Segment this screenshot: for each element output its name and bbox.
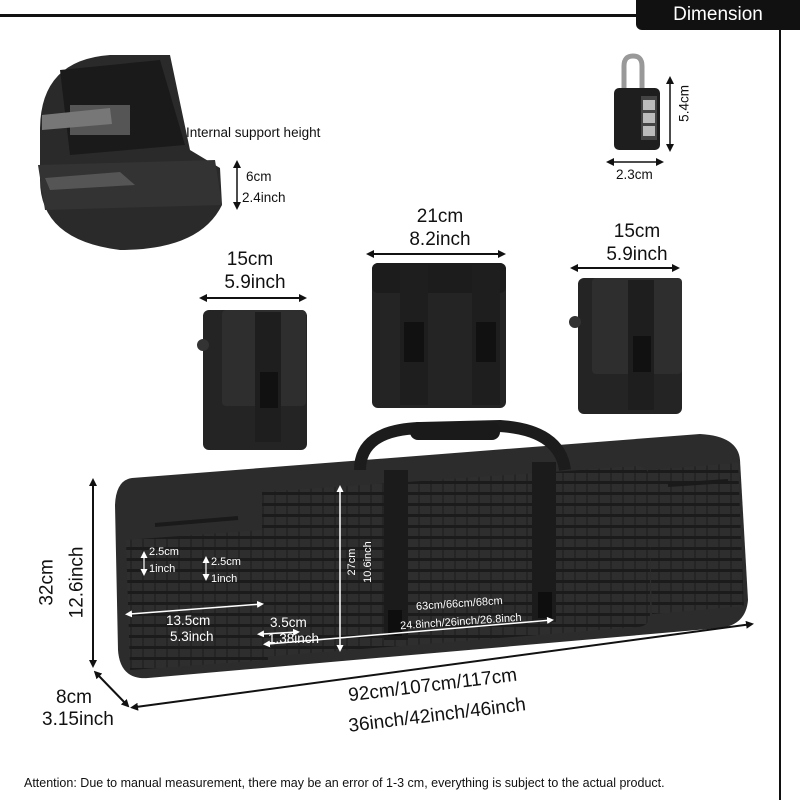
gap-inch: 1.38inch [268, 631, 320, 646]
pouch-right-image [569, 278, 682, 414]
case-height-cm: 32cm [36, 559, 58, 606]
side-pocket-cm: 13.5cm [166, 613, 211, 628]
strip1-inch: 1inch [149, 563, 176, 575]
strip1-cm: 2.5cm [149, 546, 179, 558]
pouch-left-inch: 5.9inch [224, 272, 286, 293]
case-depth-cm: 8cm [56, 687, 92, 708]
top-border-line [0, 14, 636, 17]
side-pocket-inch: 5.3inch [170, 629, 214, 644]
pouch-right-cm: 15cm [613, 221, 661, 242]
footer-note: Attention: Due to manual measurement, th… [24, 776, 665, 790]
pouch-middle-inch: 8.2inch [409, 229, 471, 250]
internal-height-inch: 2.4inch [242, 190, 286, 205]
lock-width-label: 2.3cm [616, 167, 653, 182]
pouch-middle-cm: 21cm [416, 206, 464, 227]
strip2-inch: 1inch [211, 573, 238, 585]
gap-cm: 3.5cm [270, 615, 307, 630]
lock-height-label: 5.4cm [676, 85, 692, 122]
case-height-inch: 12.6inch [66, 546, 88, 619]
front-pocket-height-inch: 10.6inch [361, 541, 374, 583]
pouch-left-cm: 15cm [226, 249, 274, 270]
pouch-middle-image [372, 263, 506, 408]
case-depth-inch: 3.15inch [42, 709, 114, 730]
dimension-badge: Dimension [636, 0, 800, 30]
internal-support-label: Internal support height [186, 125, 321, 140]
pouch-left-image [197, 310, 307, 450]
pouch-right-inch: 5.9inch [606, 244, 668, 265]
right-border-line [779, 30, 781, 800]
front-pocket-height-cm: 27cm [345, 548, 358, 576]
internal-support-photo [38, 55, 222, 250]
padlock-icon [614, 53, 660, 150]
internal-height-cm: 6cm [246, 169, 272, 184]
strip2-cm: 2.5cm [211, 556, 241, 568]
